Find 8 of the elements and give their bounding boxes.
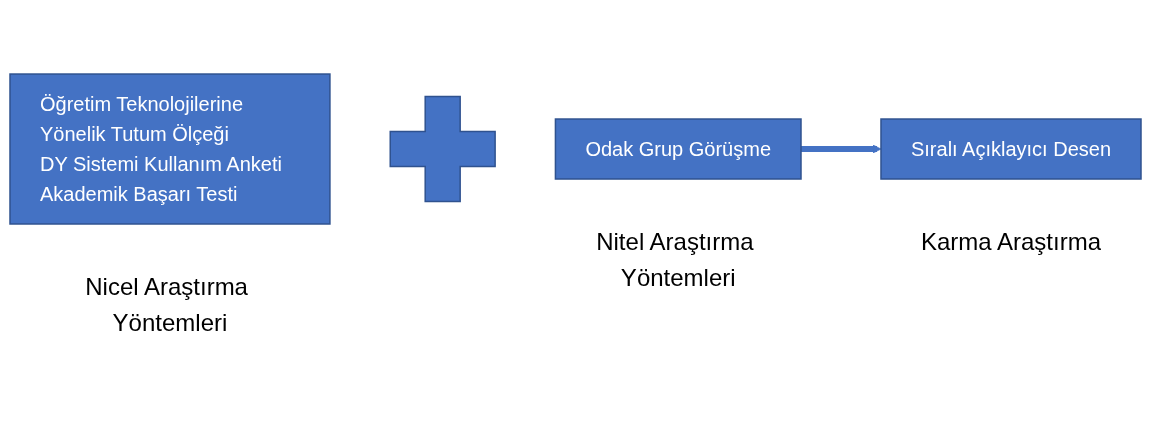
text-box: Odak Grup Görüşme [554,118,802,180]
text-box: Sıralı Açıklayıcı Desen [880,118,1142,180]
box-label: Karma Araştırma [921,228,1101,255]
text-box: Öğretim Teknolojilerine Yönelik Tutum Ölçeği DY Sistemi Kullanım Anketi Akademik Başarı Testi [9,73,331,225]
box-label: Nicel Araştırma Yöntemleri [85,273,248,336]
block-arrow [801,144,882,154]
box-label: Nitel Araştırma Yöntemleri [596,228,754,291]
plus-sign [389,95,496,203]
